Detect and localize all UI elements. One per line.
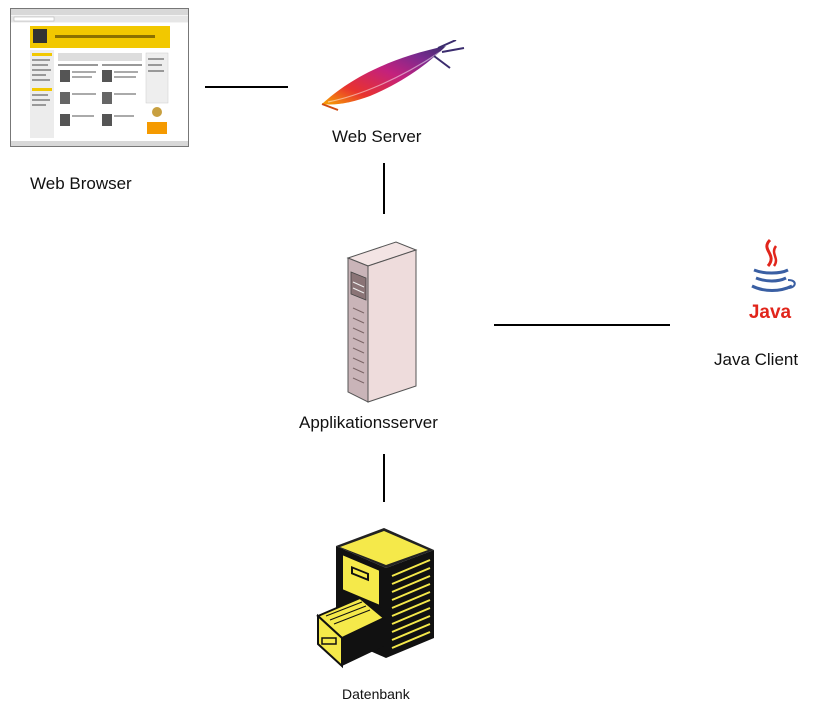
connector-browser-webserver	[205, 86, 288, 88]
apache-feather-icon	[321, 40, 465, 111]
web-server-label: Web Server	[332, 127, 422, 146]
database-label: Datenbank	[342, 686, 410, 702]
web-browser-label: Web Browser	[30, 174, 132, 193]
java-logo-text: Java	[749, 302, 792, 323]
java-client-label: Java Client	[714, 350, 799, 369]
filing-cabinet-icon	[316, 528, 434, 669]
java-client-node: Java	[738, 236, 802, 324]
connector-appserver-database	[383, 454, 385, 502]
app-server-node	[340, 236, 420, 406]
app-server-label: Applikationsserver	[299, 413, 438, 432]
web-browser-node	[10, 8, 190, 148]
web-browser-screenshot-icon	[10, 8, 189, 147]
connector-appserver-javaclient	[494, 324, 670, 326]
java-logo-icon: Java	[749, 238, 796, 323]
web-server-node	[318, 40, 468, 114]
database-node	[314, 520, 448, 670]
server-tower-icon	[346, 241, 418, 403]
connector-webserver-appserver	[383, 163, 385, 214]
